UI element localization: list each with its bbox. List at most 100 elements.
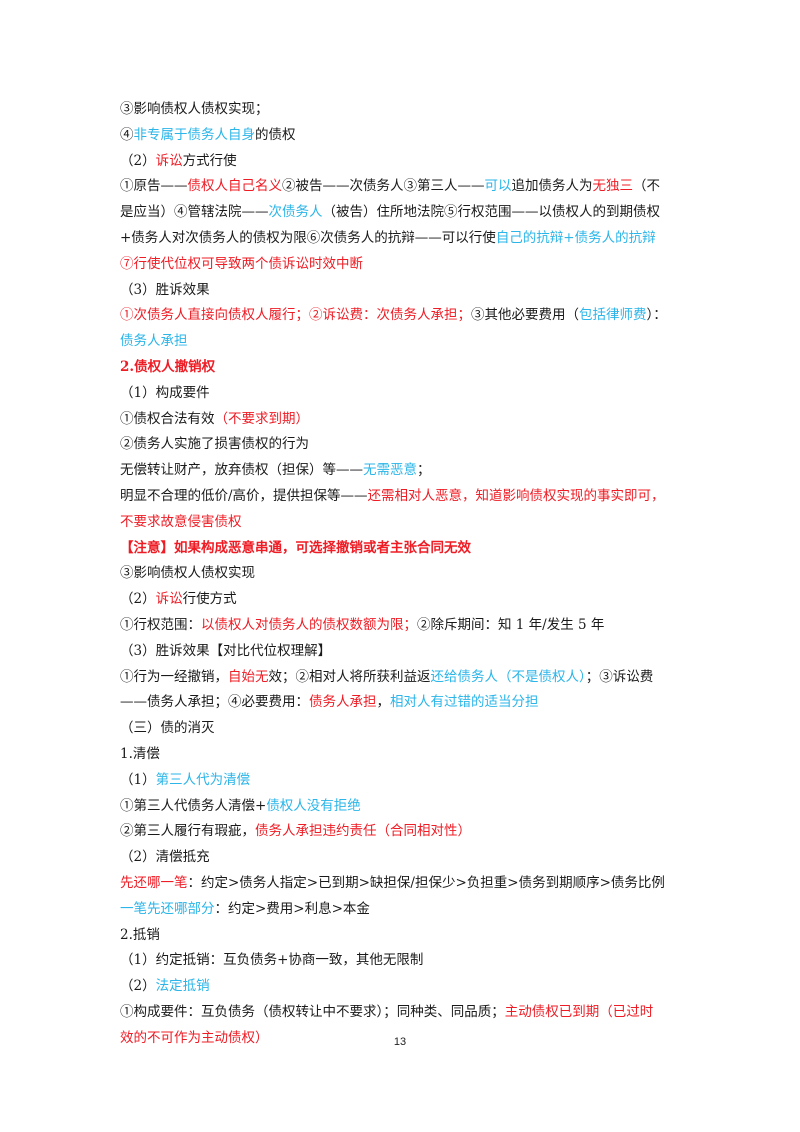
text-segment: 追加债务人为 <box>511 178 593 195</box>
text-line: 明显不合理的低价/高价，提供担保等——还需相对人恶意，知道影响债权实现的事实即可… <box>120 484 680 510</box>
highlight-red-text: 效的不可作为主动债权） <box>120 1029 269 1046</box>
text-line: ①行权范围：以债权人对债务人的债权数额为限；②除斥期间：知 1 年/发生 5 年 <box>120 613 680 639</box>
text-line: ①原告——债权人自己名义②被告——次债务人③第三人——可以追加债务人为无独三（不 <box>120 174 680 200</box>
highlight-red-text: 以债权人对债务人的债权数额为限； <box>201 616 417 633</box>
text-segment: ：约定>费用>利息>本金 <box>214 900 370 917</box>
highlight-blue-text: 无需恶意 <box>363 462 417 479</box>
highlight-red-text: ①次债务人直接向债权人履行；②诉讼费：次债务人承担； <box>120 307 471 324</box>
text-line: ③影响债权人债权实现 <box>120 561 680 587</box>
text-line: （2）诉讼方式行使 <box>120 149 680 175</box>
highlight-red-text: 债务人承担违约责任（合同相对性） <box>255 823 471 840</box>
text-line: 【注意】如果构成恶意串通，可选择撤销或者主张合同无效 <box>120 536 680 562</box>
text-segment: ④ <box>120 126 134 143</box>
highlight-blue-text: 一笔先还哪部分 <box>120 900 215 917</box>
text-line: 2.债权人撤销权 <box>120 355 680 381</box>
text-segment: 2.抵销 <box>120 926 160 943</box>
text-line: 先还哪一笔：约定>债务人指定>已到期>缺担保/担保少>负担重>债务到期顺序>债务… <box>120 871 680 897</box>
text-segment: ——债务人承担；④必要费用： <box>120 694 309 711</box>
text-line: ③影响债权人债权实现； <box>120 97 680 123</box>
highlight-blue-text: 债权人没有拒绝 <box>266 797 361 814</box>
text-segment: 明显不合理的低价/高价，提供担保等—— <box>120 487 368 504</box>
text-segment: ②债务人实施了损害债权的行为 <box>120 436 309 453</box>
text-line: （1）第三人代为清偿 <box>120 768 680 794</box>
text-line: +债务人对次债务人的债权为限⑥次债务人的抗辩——可以行使自己的抗辩+债务人的抗辩 <box>120 226 680 252</box>
highlight-red-text: 无独三 <box>592 178 634 195</box>
text-line: 无偿转让财产，放弃债权（担保）等——无需恶意； <box>120 458 680 484</box>
text-line: ①构成要件：互负债务（债权转让中不要求）；同种类、同品质；主动债权已到期（已过时 <box>120 1000 680 1026</box>
text-segment: ；③诉讼费 <box>585 668 654 685</box>
text-segment: ③其他必要费用（ <box>471 307 579 324</box>
highlight-red-text: 还需相对人恶意，知道影响债权实现的事实即可， <box>367 487 665 504</box>
text-segment: ①第三人代债务人清偿+ <box>120 797 267 814</box>
text-line: （三）债的消灭 <box>120 716 680 742</box>
text-line: ①次债务人直接向债权人履行；②诉讼费：次债务人承担；③其他必要费用（包括律师费）… <box>120 303 680 329</box>
highlight-blue-text: 非专属于债务人自身 <box>133 126 256 143</box>
text-line: 2.抵销 <box>120 923 680 949</box>
highlight-red-text: 不要求故意侵害债权 <box>120 513 242 530</box>
text-line: 效的不可作为主动债权） <box>120 1026 680 1052</box>
text-segment: （3）胜诉效果 <box>120 281 210 298</box>
highlight-blue-text: 还给债务人（不是债权人） <box>430 668 586 685</box>
text-line: （2）清偿抵充 <box>120 845 680 871</box>
text-segment: 是应当）④管辖法院—— <box>120 204 269 221</box>
highlight-red-text: 【注意】如果构成恶意串通，可选择撤销或者主张合同无效 <box>120 539 471 556</box>
highlight-red-text: ⑦行使代位权可导致两个债诉讼时效中断 <box>120 255 363 272</box>
text-segment: 效；②相对人将所获利益返 <box>268 668 431 685</box>
text-segment: （1）构成要件 <box>120 384 210 401</box>
text-segment: ①构成要件：互负债务（债权转让中不要求）；同种类、同品质； <box>120 1003 505 1020</box>
text-line: ②第三人履行有瑕疵，债务人承担违约责任（合同相对性） <box>120 819 680 845</box>
text-segment: ）： <box>646 307 667 324</box>
text-line: （3）胜诉效果 <box>120 278 680 304</box>
text-line: 债务人承担 <box>120 329 680 355</box>
text-segment: （不 <box>633 178 660 195</box>
text-segment: ②被告——次债务人③第三人—— <box>282 178 485 195</box>
highlight-red-text: 先还哪一笔 <box>120 874 188 891</box>
text-line: ⑦行使代位权可导致两个债诉讼时效中断 <box>120 252 680 278</box>
text-line: 是应当）④管辖法院——次债务人（被告）住所地法院⑤行权范围——以债权人的到期债权 <box>120 200 680 226</box>
text-line: 一笔先还哪部分：约定>费用>利息>本金 <box>120 897 680 923</box>
text-segment: ， <box>376 694 391 711</box>
text-line: ①第三人代债务人清偿+债权人没有拒绝 <box>120 794 680 820</box>
text-segment: （3）胜诉效果【对比代位权理解】 <box>120 642 332 659</box>
highlight-red-text: 债权人自己名义 <box>187 178 283 195</box>
highlight-red-text: 诉讼 <box>155 591 183 608</box>
text-segment: （1） <box>120 771 156 788</box>
text-segment: ：约定>债务人指定>已到期>缺担保/担保少>负担重>债务到期顺序>债务比例 <box>187 874 665 891</box>
highlight-red-text: 2.债权人撤销权 <box>120 358 216 375</box>
highlight-blue-text: 债务人承担 <box>120 333 188 350</box>
text-line: （2）诉讼行使方式 <box>120 587 680 613</box>
text-segment: 的债权 <box>255 126 296 143</box>
text-line: （1）约定抵销：互负债务+协商一致，其他无限制 <box>120 948 680 974</box>
text-segment: （2） <box>120 978 156 995</box>
page-number: 13 <box>393 1036 407 1048</box>
text-line: ——债务人承担；④必要费用：债务人承担，相对人有过错的适当分担 <box>120 690 680 716</box>
text-segment: ③影响债权人债权实现； <box>120 101 269 117</box>
text-segment: ； <box>417 462 431 479</box>
highlight-blue-text: 包括律师费 <box>579 307 647 324</box>
highlight-blue-text: 相对人有过错的适当分担 <box>390 694 539 711</box>
highlight-red-text: 债务人承担 <box>309 694 377 711</box>
text-segment: ①债权合法有效 <box>120 410 215 427</box>
highlight-red-text: 自始无 <box>228 668 269 685</box>
text-segment: +债务人对次债务人的债权为限⑥次债务人的抗辩——可以行使 <box>120 229 496 246</box>
highlight-red-text: 诉讼 <box>155 152 183 169</box>
text-line: ②债务人实施了损害债权的行为 <box>120 432 680 458</box>
highlight-red-text: 主动债权已到期（已过时 <box>504 1003 654 1020</box>
highlight-blue-text: 第三人代为清偿 <box>155 771 251 788</box>
text-line: ①债权合法有效（不要求到期） <box>120 407 680 433</box>
text-line: （3）胜诉效果【对比代位权理解】 <box>120 639 680 665</box>
text-segment: ③影响债权人债权实现 <box>120 565 255 582</box>
text-segment: （1）约定抵销：互负债务+协商一致，其他无限制 <box>120 952 424 969</box>
text-segment: ①行为一经撤销， <box>120 668 228 685</box>
text-line: 不要求故意侵害债权 <box>120 510 680 536</box>
text-line: （2）法定抵销 <box>120 974 680 1000</box>
text-segment: （2） <box>120 591 156 608</box>
text-segment: ②第三人履行有瑕疵， <box>120 823 255 840</box>
highlight-blue-text: 法定抵销 <box>155 978 210 995</box>
text-segment: ②除斥期间：知 1 年/发生 5 年 <box>417 616 605 633</box>
text-segment: 无偿转让财产，放弃债权（担保）等—— <box>120 462 363 479</box>
text-line: ①行为一经撤销，自始无效；②相对人将所获利益返还给债务人（不是债权人）；③诉讼费 <box>120 665 680 691</box>
text-segment: （2） <box>120 152 156 169</box>
highlight-blue-text: 可以 <box>484 178 512 195</box>
